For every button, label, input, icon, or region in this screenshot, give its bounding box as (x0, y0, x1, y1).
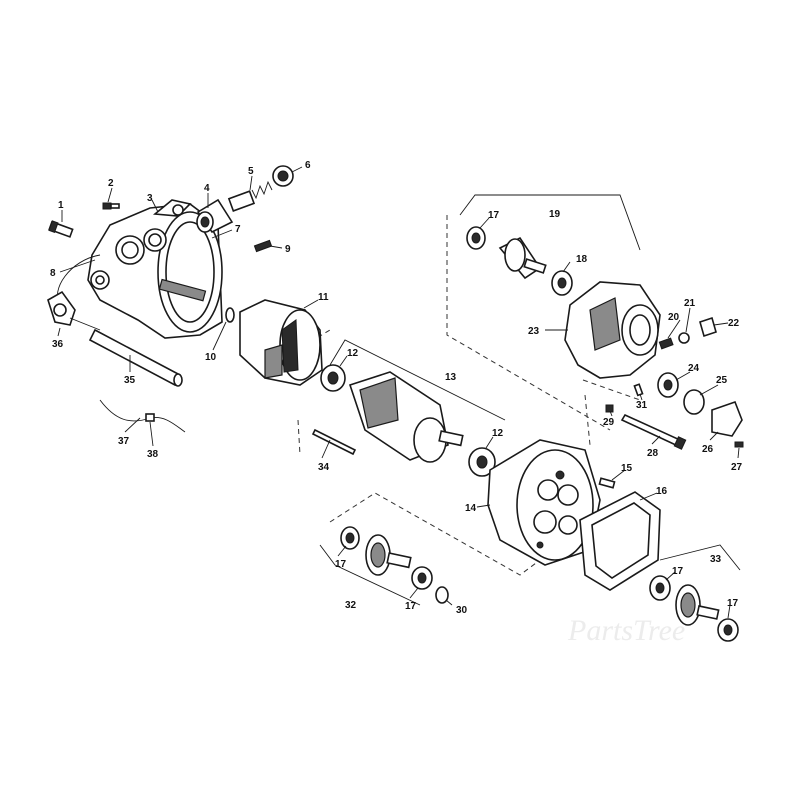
callout-33: 33 (710, 554, 722, 565)
part-31[interactable] (633, 383, 644, 397)
part-27[interactable] (734, 441, 744, 448)
callout-20: 20 (668, 312, 680, 323)
bearing-part-17-right2[interactable] (717, 618, 739, 642)
part-26[interactable] (711, 400, 743, 437)
cord-plug-part-36[interactable] (47, 254, 101, 331)
callout-13: 13 (445, 372, 457, 383)
callout-34: 34 (318, 462, 330, 473)
callout-17e: 17 (727, 598, 739, 609)
callout-12b: 12 (492, 428, 504, 439)
bearing-part-17-top[interactable] (466, 226, 486, 250)
callout-labels: 1 2 3 4 5 6 7 8 9 10 11 12 12 13 14 15 1… (50, 160, 743, 616)
callout-36: 36 (52, 339, 64, 350)
bolt-part-28[interactable] (620, 413, 687, 450)
callout-18: 18 (576, 254, 588, 265)
motor-housing[interactable] (87, 199, 223, 339)
bearing-part-12-left[interactable] (320, 364, 346, 392)
callout-8: 8 (50, 268, 56, 279)
handle-tube-part-35[interactable] (88, 328, 183, 387)
armature-part-13[interactable] (348, 371, 464, 463)
pin-part-15[interactable] (598, 477, 616, 489)
callout-29: 29 (603, 417, 615, 428)
callout-3: 3 (147, 193, 153, 204)
callout-17b: 17 (335, 559, 347, 570)
callout-30: 30 (456, 605, 468, 616)
gear-housing-part-14[interactable] (487, 439, 601, 566)
callout-leaders (57, 166, 740, 619)
callout-19: 19 (549, 209, 561, 220)
callout-24: 24 (688, 363, 700, 374)
bearing-part-17-mid[interactable] (411, 566, 433, 590)
callout-11: 11 (318, 292, 329, 303)
screw-part-9[interactable] (253, 239, 273, 253)
assembly-lines (297, 194, 741, 606)
callout-37: 37 (118, 436, 130, 447)
callout-21: 21 (684, 298, 696, 309)
callout-26: 26 (702, 444, 714, 455)
part-25[interactable] (683, 389, 705, 415)
callout-14: 14 (465, 503, 477, 514)
screw-part-1[interactable] (48, 220, 74, 238)
callout-15: 15 (621, 463, 633, 474)
part-21[interactable] (678, 332, 690, 344)
callout-28: 28 (647, 448, 659, 459)
callout-38: 38 (147, 449, 159, 460)
part-20[interactable] (658, 337, 674, 350)
gear-shaft-part-19[interactable] (498, 236, 547, 280)
callout-4: 4 (204, 183, 210, 194)
callout-9: 9 (285, 244, 291, 255)
part-22[interactable] (699, 316, 717, 338)
bushing-part-4[interactable] (196, 198, 234, 234)
callout-12a: 12 (347, 348, 359, 359)
callout-16: 16 (656, 486, 668, 497)
callout-32: 32 (345, 600, 357, 611)
callout-22: 22 (728, 318, 740, 329)
callout-5: 5 (248, 166, 254, 177)
field-stator-part-11[interactable] (239, 299, 323, 386)
pin-part-34[interactable] (311, 428, 357, 456)
screw-part-2[interactable] (102, 202, 120, 210)
callout-35: 35 (124, 375, 136, 386)
wire-part-37[interactable] (99, 399, 186, 433)
bearing-part-12-right[interactable] (468, 447, 496, 477)
callout-10: 10 (205, 352, 217, 363)
callout-17d: 17 (672, 566, 684, 577)
bearing-part-17-left[interactable] (340, 526, 360, 550)
gasket-part-16[interactable] (579, 491, 661, 591)
gear-part-32[interactable] (365, 534, 412, 576)
bearing-part-17-right1[interactable] (649, 575, 671, 601)
callout-6: 6 (305, 160, 311, 171)
callout-2: 2 (108, 178, 114, 189)
watermark: PartsTree (567, 614, 685, 647)
ring-part-30[interactable] (435, 586, 449, 604)
bearing-part-18[interactable] (551, 270, 573, 296)
part-29[interactable] (605, 404, 614, 413)
washer-part-10[interactable] (225, 307, 235, 323)
brush-part-5[interactable] (227, 180, 273, 212)
callout-17c: 17 (405, 601, 417, 612)
brush-cap-part-6[interactable] (272, 165, 294, 187)
callout-25: 25 (716, 375, 728, 386)
callout-31: 31 (636, 400, 648, 411)
gear-case-part-23[interactable] (564, 281, 661, 379)
callout-17a: 17 (488, 210, 500, 221)
gear-part-33[interactable] (675, 584, 720, 626)
callout-23: 23 (528, 326, 540, 337)
callout-1: 1 (58, 200, 64, 211)
part-24[interactable] (657, 372, 679, 398)
callout-27: 27 (731, 462, 743, 473)
callout-7: 7 (235, 224, 241, 235)
